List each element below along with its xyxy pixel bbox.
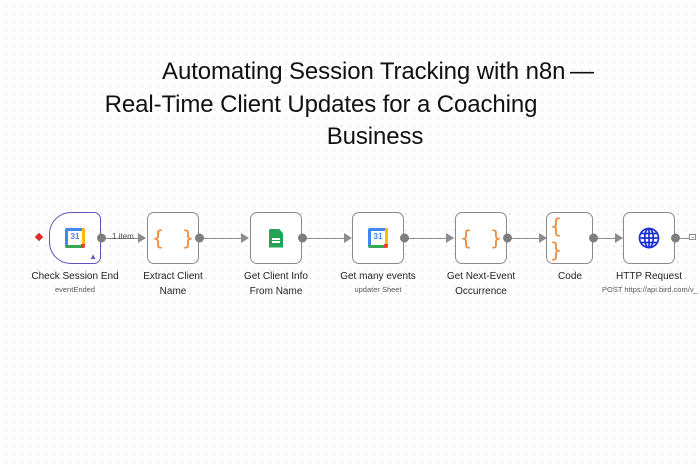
trigger-bolt-icon: ▲ (89, 252, 97, 261)
title-line-3: Business (326, 123, 424, 150)
output-handle[interactable] (670, 233, 680, 243)
globe-icon (638, 227, 660, 249)
node-label: Get many events (340, 271, 416, 282)
edge-http-to-add[interactable] (676, 237, 690, 240)
edge-code-to-http[interactable] (593, 237, 619, 240)
arrow-icon (446, 233, 454, 243)
output-handle[interactable] (194, 233, 204, 243)
node-label: Code (558, 271, 582, 282)
google-sheets-icon (269, 228, 283, 248)
node-extract-client-name[interactable]: { } (147, 212, 204, 264)
node-get-many-events[interactable]: 31 (352, 212, 409, 264)
edge-extract-to-getclient[interactable] (199, 237, 245, 240)
page-title: Automating Session Tracking with n8n — R… (60, 56, 660, 154)
trigger-marker-icon (34, 232, 44, 242)
code-braces-icon: { } (151, 226, 198, 250)
arrow-icon (615, 233, 623, 243)
output-handle[interactable] (588, 233, 598, 243)
google-calendar-icon: 31 (65, 228, 85, 248)
google-calendar-icon: 31 (368, 228, 388, 248)
edge-events-to-nextevent[interactable] (404, 237, 450, 240)
arrow-icon (138, 233, 146, 243)
node-subtitle: updater Sheet (354, 285, 402, 294)
node-http-request[interactable] (623, 212, 680, 264)
node-label: Check Session End (31, 271, 119, 282)
output-handle[interactable] (502, 233, 512, 243)
node-label: Extract Client Name (143, 271, 203, 297)
node-get-client-info[interactable] (250, 212, 307, 264)
node-code[interactable]: { } (546, 212, 598, 264)
edge-nextevent-to-code[interactable] (507, 237, 543, 240)
code-braces-icon: { } (550, 214, 566, 262)
node-subtitle: POST https://api.bird.com/v_ (602, 285, 698, 294)
add-node-plus-icon[interactable] (689, 234, 696, 240)
node-get-next-event[interactable]: { } (455, 212, 512, 264)
edge-item-count: 1 item (112, 232, 134, 241)
code-braces-icon: { } (459, 226, 506, 250)
title-line-2: Real-Time Client Updates for a Coaching (104, 90, 538, 118)
arrow-icon (241, 233, 249, 243)
arrow-icon (344, 233, 352, 243)
arrow-icon (539, 233, 547, 243)
output-handle[interactable] (96, 233, 106, 243)
node-subtitle: eventEnded (54, 285, 96, 294)
output-handle[interactable] (297, 233, 307, 243)
node-label: Get Client Info From Name (244, 271, 308, 297)
node-label: HTTP Request (616, 271, 682, 282)
edge-getclient-to-events[interactable] (302, 237, 348, 240)
node-check-session-end[interactable]: 31 ▲ (49, 212, 106, 264)
node-label: Get Next-Event Occurrence (446, 271, 516, 297)
title-line-1: Automating Session Tracking with n8n — (162, 58, 594, 85)
output-handle[interactable] (399, 233, 409, 243)
edge-check-to-extract[interactable] (87, 237, 145, 240)
